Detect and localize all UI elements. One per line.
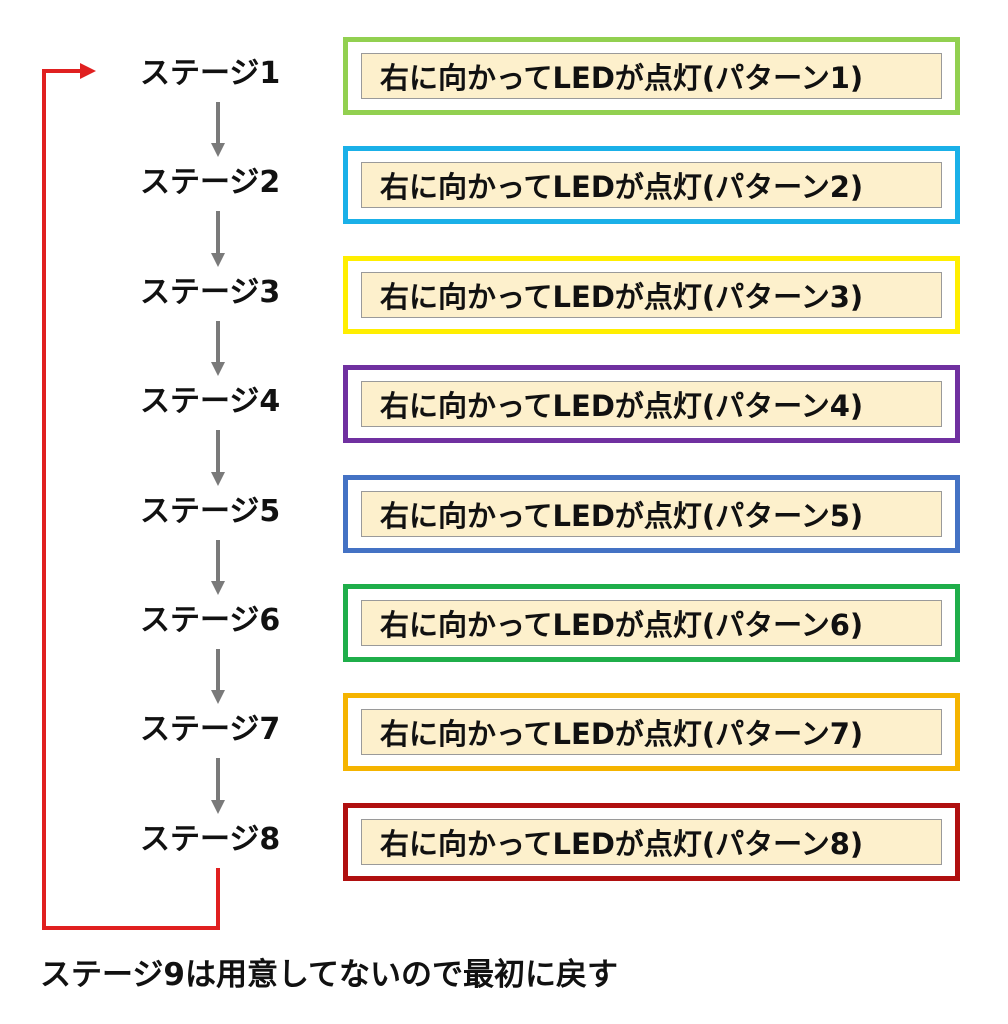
down-arrow-4: [211, 430, 225, 486]
stage-label-2: ステージ2: [140, 165, 281, 200]
down-arrow-head: [211, 472, 225, 486]
down-arrow-5: [211, 540, 225, 595]
stage-label-3: ステージ3: [140, 275, 281, 310]
pattern-text-5: 右に向かってLEDが点灯(パターン5): [361, 491, 942, 537]
down-arrow-head: [211, 362, 225, 376]
stage-label-7: ステージ7: [140, 712, 281, 747]
pattern-text-1: 右に向かってLEDが点灯(パターン1): [361, 53, 942, 99]
down-arrow-head: [211, 581, 225, 595]
pattern-text-8: 右に向かってLEDが点灯(パターン8): [361, 819, 942, 865]
down-arrow-7: [211, 758, 225, 814]
loop-back-arrowhead: [80, 63, 96, 79]
down-arrows: [211, 102, 225, 814]
loop-back-line: [42, 69, 220, 930]
stage-label-4: ステージ4: [140, 384, 281, 419]
pattern-box-6: 右に向かってLEDが点灯(パターン6): [343, 584, 960, 662]
pattern-text-6: 右に向かってLEDが点灯(パターン6): [361, 600, 942, 646]
pattern-text-2: 右に向かってLEDが点灯(パターン2): [361, 162, 942, 208]
down-arrow-2: [211, 211, 225, 267]
down-arrow-head: [211, 143, 225, 157]
pattern-box-3: 右に向かってLEDが点灯(パターン3): [343, 256, 960, 334]
stage-label-8: ステージ8: [140, 822, 281, 857]
footnote-text: ステージ9は用意してないので最初に戻す: [40, 957, 619, 993]
pattern-box-8: 右に向かってLEDが点灯(パターン8): [343, 803, 960, 881]
down-arrow-1: [211, 102, 225, 157]
pattern-box-2: 右に向かってLEDが点灯(パターン2): [343, 146, 960, 224]
loop-back-arrow: [42, 63, 220, 930]
pattern-text-4: 右に向かってLEDが点灯(パターン4): [361, 381, 942, 427]
stage-label-6: ステージ6: [140, 603, 281, 638]
pattern-box-5: 右に向かってLEDが点灯(パターン5): [343, 475, 960, 553]
pattern-box-7: 右に向かってLEDが点灯(パターン7): [343, 693, 960, 771]
pattern-box-4: 右に向かってLEDが点灯(パターン4): [343, 365, 960, 443]
down-arrow-3: [211, 321, 225, 376]
pattern-box-1: 右に向かってLEDが点灯(パターン1): [343, 37, 960, 115]
down-arrow-head: [211, 800, 225, 814]
pattern-text-3: 右に向かってLEDが点灯(パターン3): [361, 272, 942, 318]
pattern-text-7: 右に向かってLEDが点灯(パターン7): [361, 709, 942, 755]
down-arrow-head: [211, 253, 225, 267]
down-arrow-6: [211, 649, 225, 704]
stage-label-1: ステージ1: [140, 56, 281, 91]
down-arrow-head: [211, 690, 225, 704]
stage-label-5: ステージ5: [140, 494, 281, 529]
